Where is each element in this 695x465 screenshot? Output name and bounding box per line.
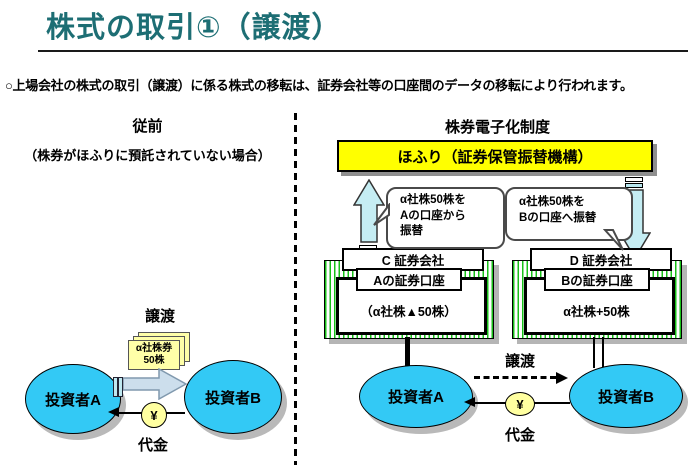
before-yen-symbol: ¥ <box>150 407 158 423</box>
after-yen-coin-icon: ¥ <box>505 392 535 416</box>
account-b-name-label: Bの証券口座 <box>561 274 633 288</box>
account-a-name-label: Aの証券口座 <box>373 274 445 288</box>
transfer-block-arrow-icon <box>123 368 187 400</box>
broker-c-name-label: C 証券会社 <box>381 254 445 268</box>
after-investor-a: 投資者A <box>359 365 473 428</box>
hofuri-label: ほふり（証券保管振替機構） <box>397 148 593 166</box>
before-investor-b-label: 投資者B <box>205 389 261 407</box>
bubble-right-line1: α社株50株を <box>519 196 585 208</box>
before-payment-arrowhead-icon <box>108 407 119 417</box>
before-payment-label: 代金 <box>137 437 168 454</box>
before-investor-a: 投資者А <box>25 364 121 434</box>
page-title: 株式の取引①（譲渡） <box>46 12 342 44</box>
hofuri-box: ほふり（証券保管振替機構） <box>337 140 653 172</box>
after-investor-b: 投資者B <box>569 364 683 428</box>
connector-c-to-investor-a <box>405 337 410 368</box>
broker-d-name-label: D 証券会社 <box>569 254 633 268</box>
before-transfer-label: 譲渡 <box>144 308 175 325</box>
after-transfer-label: 譲渡 <box>504 353 535 370</box>
certificate-note-line2: 50株 <box>143 355 165 366</box>
upload-arrow-icon <box>353 179 385 243</box>
after-payment-arrowhead-icon <box>464 397 475 407</box>
down-data-packet-icon <box>625 177 643 189</box>
bubble-transfer-from-a: α社株50株を Aの口座から 振替 <box>386 187 505 249</box>
bubble-right-line2: Bの口座へ振替 <box>519 211 597 224</box>
bubble-left-line2: Aの口座から <box>400 209 466 222</box>
bubble-right-tail-icon <box>603 229 624 251</box>
after-heading: 株券電子化制度 <box>444 119 550 136</box>
bubble-left-line1: α社株50株を <box>400 194 466 206</box>
bubble-left-line3: 振替 <box>400 225 423 238</box>
certificate-note-line1: α社株券 <box>135 343 173 354</box>
before-investor-b: 投資者B <box>184 360 282 434</box>
before-heading: 従前 <box>132 118 163 135</box>
bubble-left-tail-icon <box>373 203 390 226</box>
description: ○上場会社の株式の取引（譲渡）に係る株式の移転は、証券会社等の口座間のデータの移… <box>5 78 633 93</box>
before-yen-coin-icon: ¥ <box>141 402 167 428</box>
title-rule <box>38 50 688 52</box>
connector-d-to-investor-b <box>593 337 604 368</box>
account-a-balance: （α社株▲50株） <box>360 305 457 319</box>
transfer-arrowhead-icon <box>556 372 568 384</box>
certificate-bar-icon <box>113 377 118 397</box>
before-investor-a-label: 投資者А <box>45 391 101 409</box>
after-investor-a-label: 投資者A <box>388 389 444 406</box>
certificate-note-icon: α社株券 50株 <box>128 340 180 370</box>
bubble-transfer-to-b: α社株50株を Bの口座へ振替 <box>505 187 633 241</box>
after-payment-label: 代金 <box>504 427 535 444</box>
account-a-name: Aの証券口座 <box>356 268 462 291</box>
section-divider <box>294 113 297 465</box>
account-b-name: Bの証券口座 <box>544 268 650 291</box>
certificate-bar-icon <box>118 377 123 397</box>
after-yen-symbol: ¥ <box>516 396 524 412</box>
after-investor-b-label: 投資者B <box>598 388 654 406</box>
account-b-balance: α社株+50株 <box>563 305 630 319</box>
before-subheading: （株券がほふりに預託されていない場合） <box>24 148 271 163</box>
transfer-dashed-line <box>474 376 556 379</box>
